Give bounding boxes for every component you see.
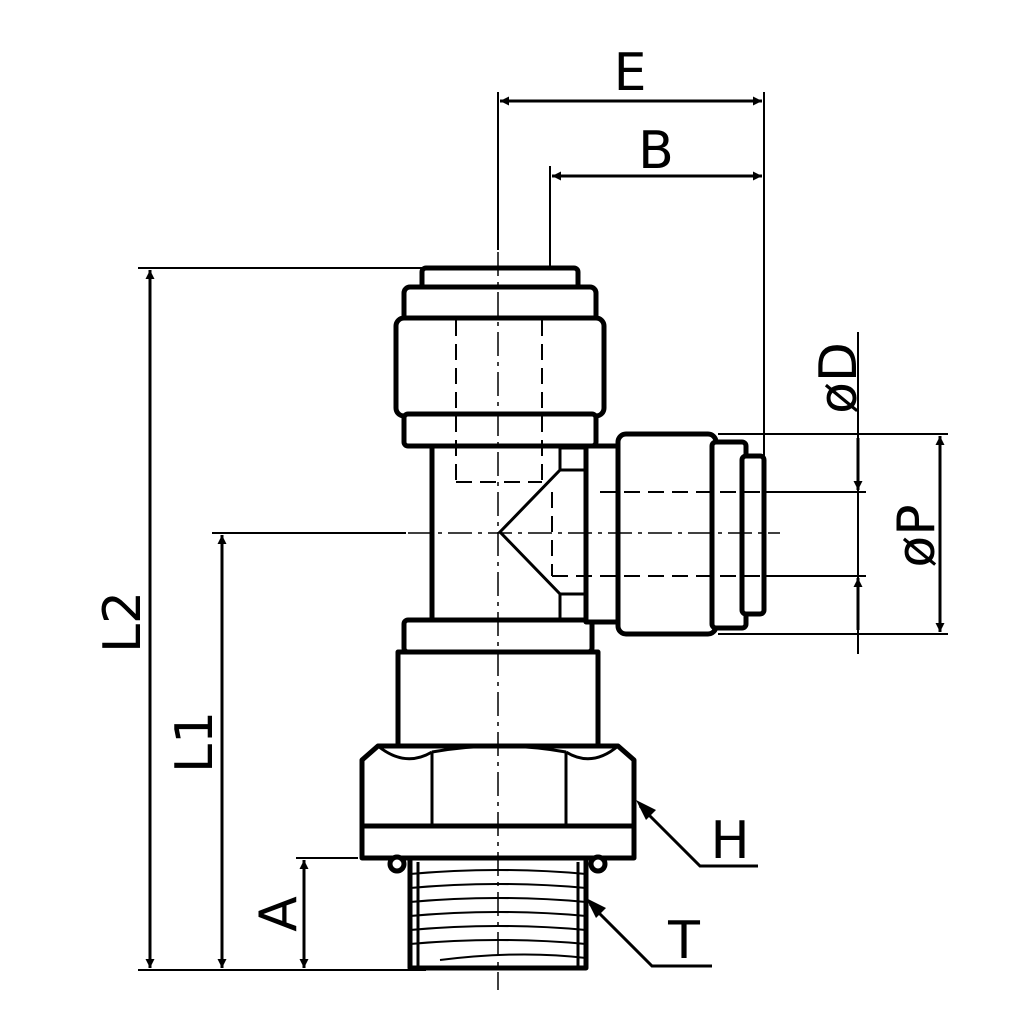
dimension-labels: E B øD øP L2 L1 A H T bbox=[93, 43, 947, 971]
label-a: A bbox=[249, 896, 309, 932]
label-h: H bbox=[710, 811, 749, 871]
hidden-lines bbox=[455, 320, 760, 577]
label-d: øD bbox=[809, 342, 869, 414]
side-collet bbox=[739, 453, 767, 617]
label-l1: L1 bbox=[165, 711, 225, 773]
tee-cone bbox=[497, 446, 588, 622]
label-e: E bbox=[614, 43, 647, 103]
label-l2: L2 bbox=[93, 591, 153, 653]
label-b: B bbox=[638, 121, 674, 181]
label-t: T bbox=[667, 911, 700, 971]
center-lines bbox=[408, 92, 780, 990]
dimension-lines bbox=[138, 92, 948, 971]
top-nut bbox=[393, 315, 607, 419]
side-nut bbox=[615, 431, 719, 637]
label-p: øP bbox=[887, 504, 947, 567]
top-nut-lower bbox=[401, 411, 599, 449]
fitting-body bbox=[359, 265, 767, 971]
